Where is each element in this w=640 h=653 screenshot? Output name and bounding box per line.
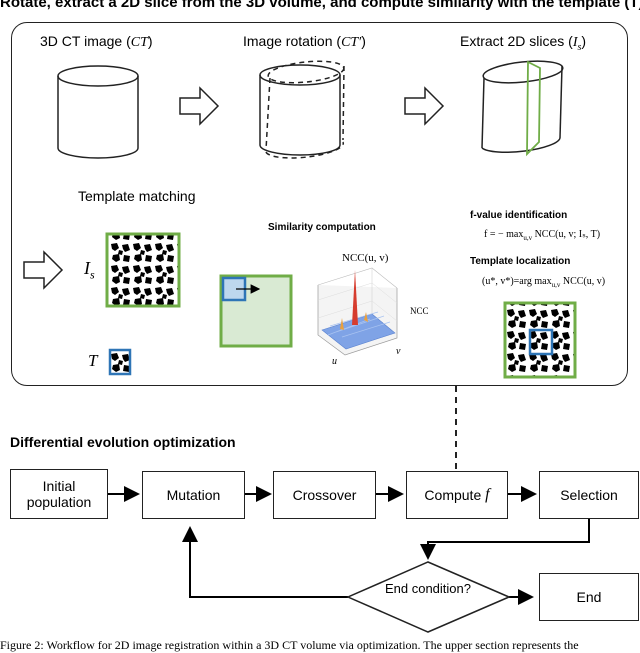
hollow-arrow-2 — [404, 86, 445, 126]
initial-population-box: Initial population — [10, 469, 108, 519]
ncc-surface-plot — [317, 267, 398, 356]
ct-image-label: 3D CT image (CT) — [40, 33, 153, 50]
de-section-title: Differential evolution optimization — [10, 434, 236, 450]
flow-arrows — [108, 486, 590, 605]
matched-window — [528, 328, 554, 356]
end-condition-label: End condition? — [384, 581, 471, 596]
figure-title: Rotate, extract a 2D slice from the 3D v… — [0, 0, 640, 11]
ct-cylinder — [57, 65, 139, 159]
fvalue-formula: f = − maxu,v NCC(u, v; Iₛ, T) — [484, 229, 601, 242]
template-matching-label: Template matching — [78, 188, 196, 204]
slice-cylinder — [481, 60, 564, 157]
u-axis-label: u — [332, 356, 337, 367]
fvalue-title: f-value identification — [470, 210, 568, 221]
localization-image — [503, 301, 577, 379]
rotated-cylinder — [259, 60, 345, 159]
crossover-box: Crossover — [273, 471, 376, 519]
ncc-function-label: NCC(u, v) — [342, 252, 389, 264]
slice-symbol: Is — [84, 258, 95, 282]
end-box: End — [539, 573, 639, 621]
hollow-arrow-1 — [179, 86, 220, 126]
figure-caption: Figure 2: Workflow for 2D image registra… — [0, 638, 579, 652]
end-condition-diamond — [346, 561, 511, 633]
hollow-arrow-3 — [23, 250, 64, 290]
template-localization-formula: (u*, v*)=arg maxu,v NCC(u, v) — [482, 276, 606, 289]
selection-box: Selection — [539, 471, 639, 519]
compute-f-box: Compute f — [406, 471, 508, 519]
v-axis-label: v — [396, 346, 401, 357]
template-localization-title: Template localization — [470, 256, 571, 267]
slice-label: Extract 2D slices (Is) — [460, 33, 587, 53]
rotation-panel — [11, 22, 628, 386]
slice-image — [105, 232, 181, 308]
mutation-box: Mutation — [142, 471, 245, 519]
template-symbol: T — [88, 351, 98, 370]
ncc-axis-label: NCC — [410, 306, 429, 316]
similarity-title: Similarity computation — [268, 222, 376, 233]
rotation-label: Image rotation (CT′) — [243, 33, 366, 50]
template-image — [108, 348, 132, 376]
